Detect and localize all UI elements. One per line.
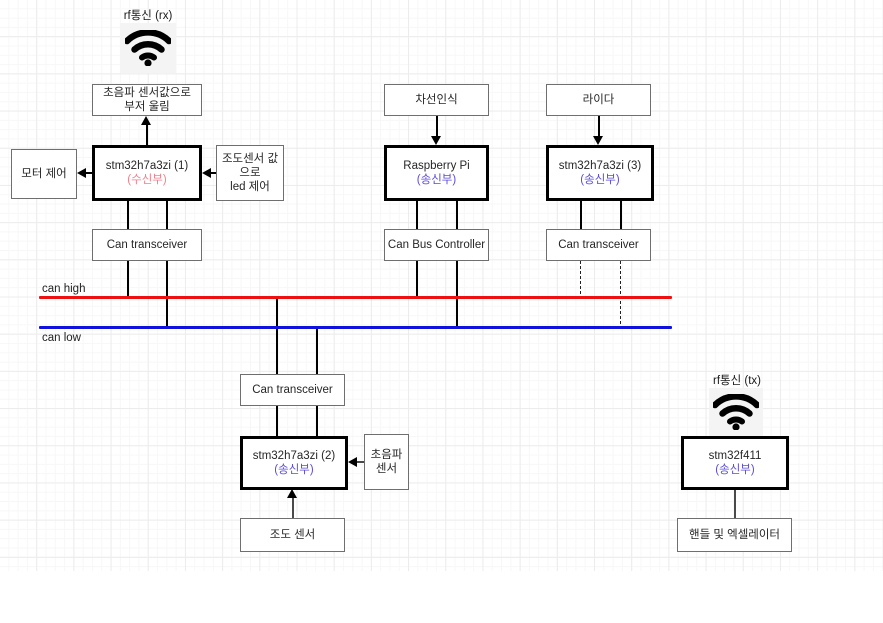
node-mcu-f411: stm32f411 (송신부) (681, 436, 789, 490)
edge-rpi-canctrl-b (456, 201, 458, 229)
node-mcu-f411-sub: (송신부) (715, 464, 755, 476)
edge-mcu1-cantx-b (166, 201, 168, 229)
edge-canhigh-cantxbottom (276, 297, 278, 374)
wifi-icon-tx (709, 388, 763, 436)
node-led-line1: 조도센서 값 (221, 153, 279, 165)
edge-mcu1-buzzer (146, 124, 148, 148)
node-raspberry-pi: Raspberry Pi (송신부) (384, 145, 489, 201)
can-high-line (39, 296, 672, 299)
node-mcu2-sub: (송신부) (274, 464, 314, 476)
node-mcu3: stm32h7a3zi (3) (송신부) (546, 145, 654, 201)
node-raspberry-pi-sub: (송신부) (416, 174, 457, 186)
node-can-transceiver-left: Can transceiver (92, 229, 202, 261)
node-lidar-label: 라이다 (582, 94, 615, 106)
node-lane-detection-label: 차선인식 (415, 94, 458, 106)
node-steering-label: 핸들 및 엑셀레이터 (688, 529, 781, 541)
arrowhead-down-rpi (431, 136, 441, 145)
node-light-sensor: 조도 센서 (240, 518, 345, 552)
node-can-bus-controller-label: Can Bus Controller (387, 239, 486, 251)
node-mcu1-sub: (수신부) (127, 174, 167, 186)
edge-canlow-cantxbottom (316, 327, 318, 374)
edge-ultrasonic-mcu2 (357, 461, 365, 463)
node-can-bus-controller: Can Bus Controller (384, 229, 489, 261)
arrowhead-up-buzzer (141, 116, 151, 125)
can-low-label: can low (42, 332, 81, 344)
node-mcu1-label: stm32h7a3zi (1) (105, 160, 189, 172)
node-can-transceiver-left-label: Can transceiver (106, 239, 188, 251)
edge-cantxleft-canhigh (127, 261, 129, 299)
arrowhead-down-mcu3 (593, 136, 603, 145)
edge-cantxleft-canlow (166, 261, 168, 329)
node-motor-label: 모터 제어 (21, 168, 67, 180)
node-can-transceiver-right-label: Can transceiver (558, 239, 639, 251)
edge-mcu3-cantx-a (580, 201, 582, 229)
node-mcu3-label: stm32h7a3zi (3) (558, 160, 642, 172)
node-buzzer: 초음파 센서값으로 부저 울림 (92, 84, 202, 116)
wifi-rx-caption: rf통신 (rx) (123, 10, 173, 22)
edge-rpi-canctrl-a (416, 201, 418, 229)
node-motor: 모터 제어 (11, 149, 77, 199)
node-led: 조도센서 값 으로 led 제어 (216, 145, 284, 201)
node-buzzer-line1: 초음파 센서값으로 (103, 87, 191, 99)
node-raspberry-pi-label: Raspberry Pi (403, 160, 470, 172)
arrowhead-left-motor (77, 168, 86, 178)
edge-f411-steering (734, 490, 736, 518)
edge-canctrl-canlow (456, 261, 458, 329)
node-lidar: 라이다 (546, 84, 651, 116)
wifi-tx-caption: rf통신 (tx) (713, 375, 761, 387)
edge-cantxright-canhigh-dashed (580, 261, 581, 299)
edge-lightsensor-mcu2 (292, 498, 294, 518)
edge-mcu1-cantx-a (127, 201, 129, 229)
edge-cantxbottom-mcu2-a (276, 406, 278, 436)
edge-canctrl-canhigh (416, 261, 418, 299)
wifi-icon (120, 23, 176, 73)
node-mcu2-label: stm32h7a3zi (2) (252, 450, 336, 462)
node-lane-detection: 차선인식 (384, 84, 489, 116)
node-ultrasonic-line2: 센서 (375, 463, 398, 475)
node-led-line2: 으로 (239, 167, 261, 179)
node-can-transceiver-bottom-label: Can transceiver (252, 384, 333, 396)
node-mcu3-sub: (송신부) (580, 174, 620, 186)
can-high-label: can high (42, 283, 86, 295)
node-light-sensor-label: 조도 센서 (269, 529, 316, 541)
node-led-line3: led 제어 (230, 181, 270, 193)
edge-mcu3-cantx-b (620, 201, 622, 229)
edge-cantxbottom-mcu2-b (316, 406, 318, 436)
edge-mcu1-motor (86, 172, 94, 174)
edge-led-mcu1 (211, 172, 219, 174)
node-can-transceiver-right: Can transceiver (546, 229, 651, 261)
node-ultrasonic-line1: 초음파 (370, 449, 403, 461)
node-steering: 핸들 및 엑셀레이터 (677, 518, 792, 552)
arrowhead-left-mcu1 (202, 168, 211, 178)
edge-lidar-mcu3 (598, 116, 600, 137)
node-mcu2: stm32h7a3zi (2) (송신부) (240, 436, 348, 490)
arrowhead-up-mcu2 (287, 489, 297, 498)
edge-cantxright-canlow-dashed (620, 261, 621, 329)
arrowhead-left-mcu2 (348, 457, 357, 467)
node-buzzer-line2: 부저 울림 (124, 101, 170, 113)
node-mcu1: stm32h7a3zi (1) (수신부) (92, 145, 202, 201)
can-low-line (39, 326, 672, 329)
node-can-transceiver-bottom: Can transceiver (240, 374, 345, 406)
edge-lane-rpi (436, 116, 438, 137)
node-ultrasonic-sensor: 초음파 센서 (364, 434, 409, 490)
node-mcu-f411-label: stm32f411 (708, 450, 762, 462)
